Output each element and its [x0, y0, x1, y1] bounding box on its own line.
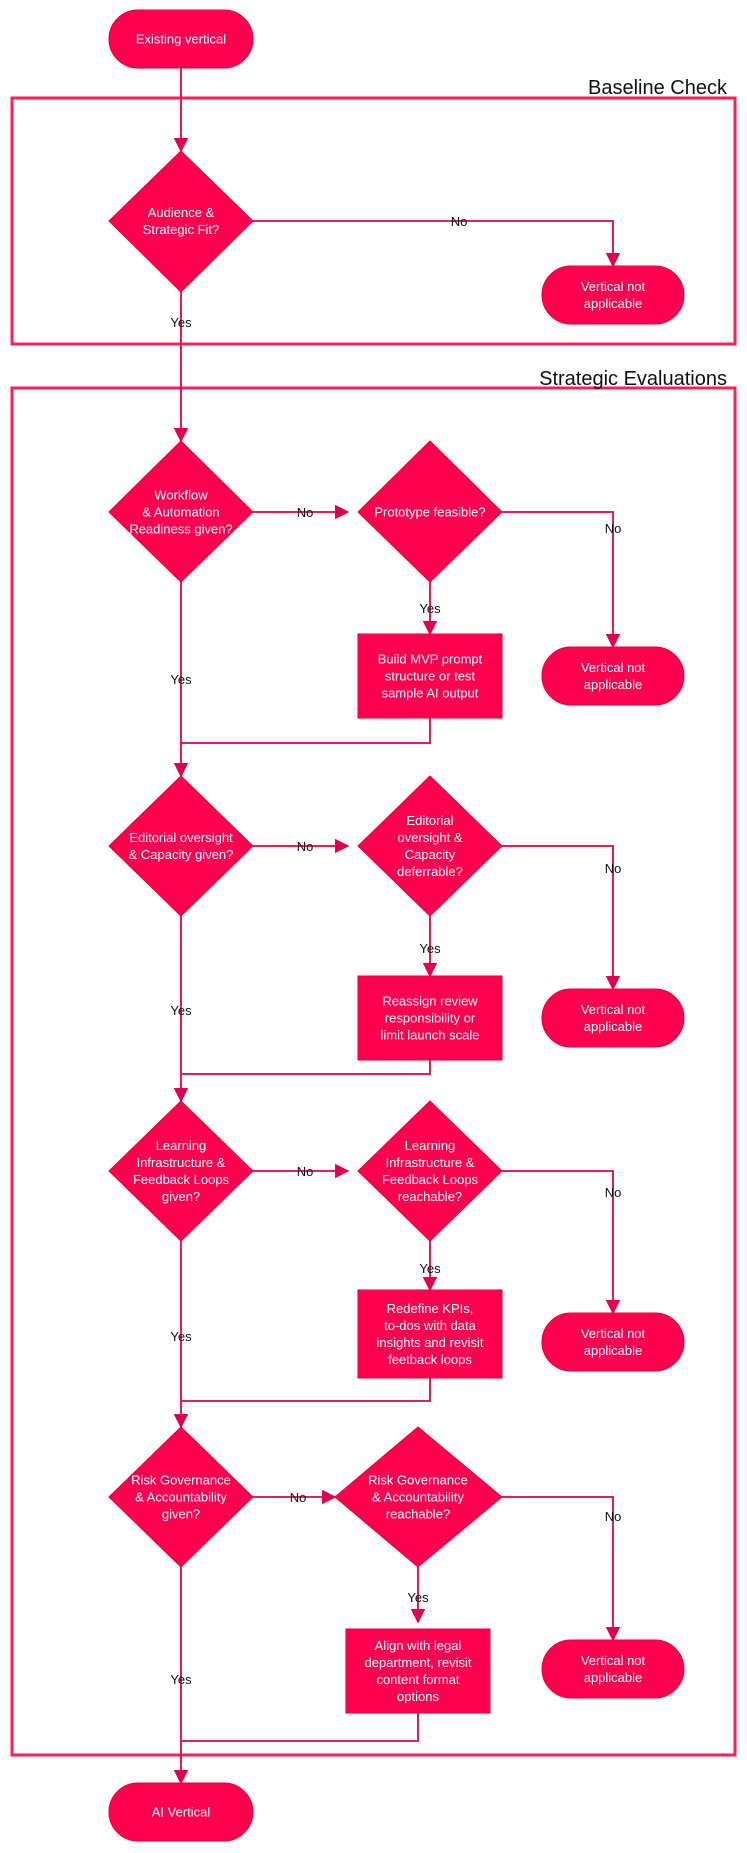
- learning-infrastructure-decision: [108, 1100, 254, 1242]
- strategic-evaluations-frame: [10, 386, 737, 1757]
- editorial-oversight-label: Editorial oversight& Capacity given?: [129, 830, 234, 862]
- redefine-kpis-action: [357, 1289, 503, 1379]
- label-audience-yes: Yes: [170, 315, 192, 330]
- label-editorial-defer-yes: Yes: [419, 941, 441, 956]
- edge-reassign-merge: [181, 1060, 431, 1075]
- baseline-check-title: Baseline Check: [588, 77, 728, 99]
- workflow-not-applicable-terminal: [541, 646, 685, 706]
- label-risk-reach-no: No: [605, 1509, 622, 1524]
- label-learning-reach-yes: Yes: [419, 1261, 441, 1276]
- baseline-check-frame: [10, 96, 737, 346]
- audience-strategic-fit-label: Audience &Strategic Fit?: [143, 205, 220, 237]
- prototype-feasible-decision: [357, 440, 503, 583]
- reassign-review-action: [357, 975, 503, 1061]
- baseline-not-applicable-terminal: [541, 265, 685, 325]
- edge-legal-merge: [181, 1713, 419, 1742]
- edge-learning-reach-no: [502, 1170, 621, 1315]
- label-workflow-no: No: [297, 505, 314, 520]
- label-risk-yes: Yes: [170, 1672, 192, 1687]
- workflow-automation-decision: [108, 440, 254, 583]
- edge-prototype-no: [502, 511, 621, 649]
- build-mvp-action: [357, 633, 503, 719]
- edge-audience-no: [253, 220, 621, 268]
- start-terminal: [108, 9, 254, 69]
- edge-kpi-merge: [181, 1378, 431, 1402]
- editorial-oversight-decision: [108, 775, 254, 917]
- label-learning-reach-no: No: [605, 1185, 622, 1200]
- risk-governance-decision: [108, 1426, 254, 1568]
- label-learning-no: No: [297, 1164, 314, 1179]
- risk-not-applicable-terminal: [541, 1639, 685, 1699]
- strategic-evaluations-title: Strategic Evaluations: [539, 368, 727, 390]
- label-prototype-no: No: [605, 521, 622, 536]
- risk-reachable-decision: [334, 1426, 503, 1568]
- end-terminal-label: AI Vertical: [152, 1805, 211, 1820]
- label-workflow-yes: Yes: [170, 672, 192, 687]
- label-risk-reach-yes: Yes: [407, 1590, 429, 1605]
- edge-mvp-merge: [181, 718, 431, 744]
- label-prototype-yes: Yes: [419, 601, 441, 616]
- editorial-deferrable-decision: [357, 775, 503, 917]
- editorial-not-applicable-terminal: [541, 988, 685, 1048]
- label-editorial-defer-no: No: [605, 861, 622, 876]
- audience-strategic-fit-decision: [108, 150, 254, 293]
- label-editorial-yes: Yes: [170, 1003, 192, 1018]
- edge-editorial-defer-no: [502, 845, 621, 991]
- learning-reachable-decision: [357, 1100, 503, 1242]
- label-audience-no: No: [451, 214, 468, 229]
- end-terminal: [108, 1782, 254, 1842]
- label-learning-yes: Yes: [170, 1329, 192, 1344]
- label-risk-no: No: [290, 1490, 307, 1505]
- start-terminal-label: Existing vertical: [136, 32, 226, 47]
- edge-risk-reach-no: [502, 1496, 621, 1642]
- learning-not-applicable-terminal: [541, 1312, 685, 1372]
- align-legal-action: [345, 1628, 491, 1714]
- label-editorial-no: No: [297, 839, 314, 854]
- prototype-feasible-label: Prototype feasible?: [374, 505, 485, 520]
